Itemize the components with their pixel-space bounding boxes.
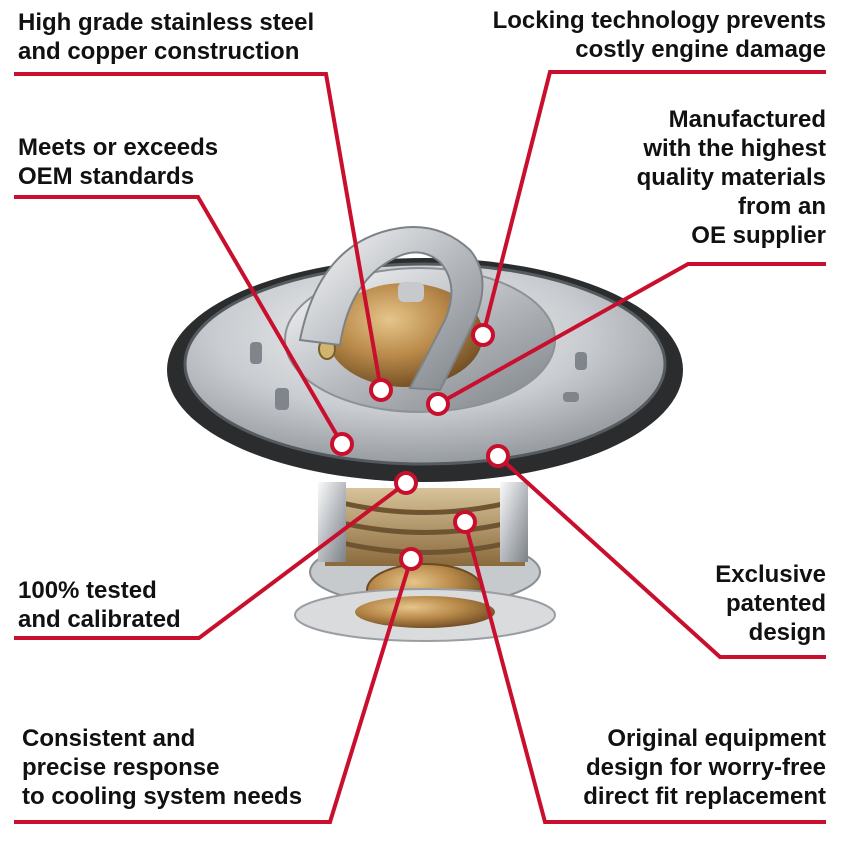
callout-dot-locking: [471, 323, 495, 347]
callout-dot-manufactured: [426, 392, 450, 416]
callout-line-text: Exclusive: [715, 561, 826, 588]
callout-line-text: patented: [725, 590, 826, 617]
callout-lines: [14, 70, 826, 824]
callout-line-text: from an: [737, 193, 826, 220]
callout-dot-consistent: [399, 547, 423, 571]
callout-line-manufactured: [437, 262, 826, 406]
callout-line-locking: [481, 70, 826, 336]
callout-line-text: Meets or exceeds: [18, 134, 219, 161]
callout-line-text: quality materials: [636, 164, 826, 191]
callout-label-tested: 100% tested and calibrated: [18, 576, 181, 634]
callout-dots: [330, 323, 510, 571]
callout-label-stainless: High grade stainless steel and copper co…: [18, 8, 314, 66]
callout-dot-original: [453, 510, 477, 534]
callout-line-tested: [14, 481, 408, 640]
callout-line-stainless: [14, 72, 383, 391]
callout-label-oem: Meets or exceeds OEM standards: [18, 133, 218, 191]
callout-line-text: High grade stainless steel: [18, 9, 315, 36]
callout-line-text: Consistent and: [22, 725, 196, 752]
callout-line-oem: [14, 195, 344, 446]
callout-line-text: design for worry-free: [585, 754, 826, 781]
callout-line-text: costly engine damage: [575, 36, 826, 63]
callout-dot-stainless: [369, 378, 393, 402]
callout-label-manufactured: Manufactured with the highest quality ma…: [637, 105, 826, 250]
callout-line-exclusive: [496, 454, 826, 659]
callout-line-text: Locking technology prevents: [492, 7, 826, 34]
callout-line-text: and copper construction: [18, 38, 300, 65]
callout-label-locking: Locking technology prevents costly engin…: [493, 6, 826, 64]
callout-label-exclusive: Exclusive patented design: [715, 560, 826, 647]
callout-dot-tested: [394, 471, 418, 495]
callout-dot-oem: [330, 432, 354, 456]
callout-line-text: Original equipment: [607, 725, 826, 752]
callout-line-text: to cooling system needs: [22, 783, 303, 810]
callout-line-text: OEM standards: [18, 163, 195, 190]
callout-line-text: Manufactured: [668, 106, 826, 133]
thermostat-bridge: [298, 226, 484, 392]
callout-line-text: precise response: [22, 754, 220, 781]
callout-line-text: 100% tested: [18, 577, 157, 604]
callout-line-text: and calibrated: [18, 606, 181, 633]
callout-label-consistent: Consistent and precise response to cooli…: [22, 724, 302, 811]
callout-line-original: [463, 521, 826, 824]
callout-label-original: Original equipment design for worry-free…: [583, 724, 826, 811]
callout-dot-exclusive: [486, 444, 510, 468]
callout-line-text: OE supplier: [691, 222, 826, 249]
callout-line-consistent: [14, 558, 413, 824]
callout-line-text: direct fit replacement: [583, 783, 826, 810]
thermostat-lower-body: [294, 482, 556, 642]
callout-line-text: design: [748, 619, 826, 646]
callout-line-text: with the highest: [643, 135, 826, 162]
